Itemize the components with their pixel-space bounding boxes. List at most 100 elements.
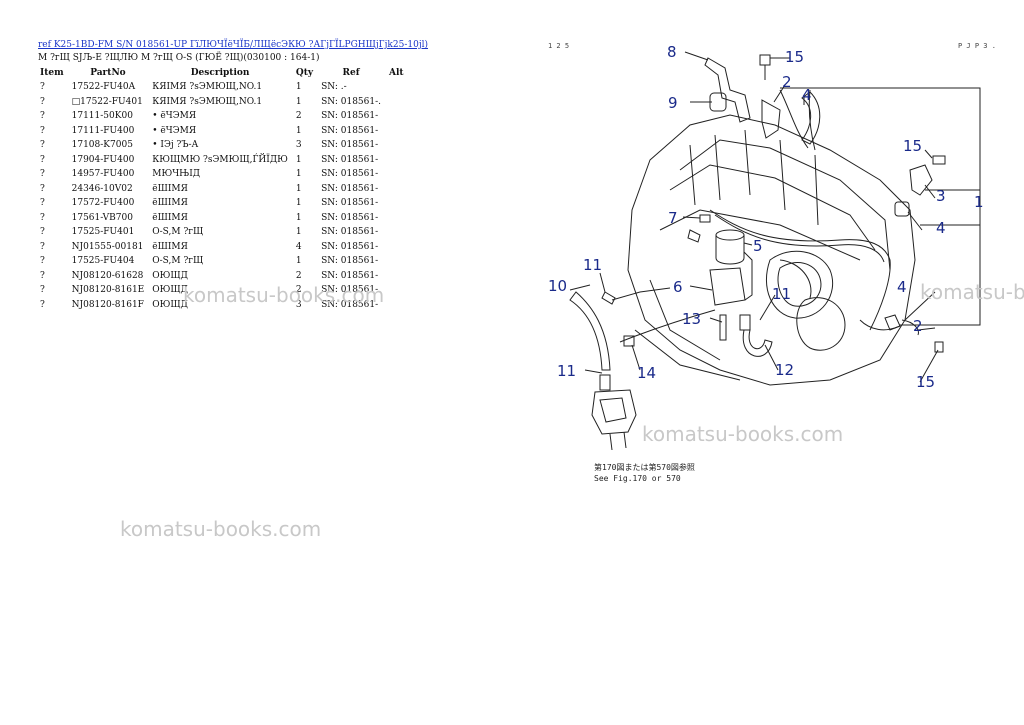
cell-item: ?: [40, 241, 45, 252]
cell-description: • ёЧЭМЯ: [152, 111, 197, 122]
cell-qty: 2: [295, 270, 302, 281]
callout-14: 14: [637, 364, 656, 382]
cell-alt: [385, 109, 408, 124]
cell-ref: SN: 018561-: [321, 198, 379, 209]
cell-ref: SN: 018561-: [321, 154, 379, 165]
cell-item: ?: [40, 212, 45, 223]
cell-description: ОЮЩД: [152, 285, 188, 296]
cell-alt: [385, 240, 408, 255]
cell-partno: 17572-FU400: [71, 198, 135, 209]
callout-15-top: 15: [785, 48, 804, 66]
callout-7: 7: [668, 209, 678, 227]
col-ref: Ref: [342, 68, 360, 78]
cell-partno: 14957-FU400: [71, 169, 135, 180]
table-body: ? 17522-FU40A КЯІМЯ ?sЭМЮЩ,NO.1 1 SN: .-? □17…: [36, 80, 408, 312]
diagram-caption-en: See Fig.170 or 570: [594, 474, 681, 483]
callout-15-low: 15: [916, 373, 935, 391]
cell-partno: 17522-FU40A: [71, 82, 136, 93]
cell-ref: SN: 018561-: [321, 183, 379, 194]
cell-partno: 24346-10V02: [71, 183, 133, 194]
cell-alt: [385, 182, 408, 197]
cell-description: • ІЭј ?Ъ-А: [152, 140, 199, 151]
callout-2-low: 2: [913, 317, 923, 335]
cell-ref: SN: 018561-.: [321, 96, 382, 107]
callout-11-left: 11: [583, 256, 602, 274]
cell-qty: 1: [295, 154, 302, 165]
cell-item: ?: [40, 285, 45, 296]
col-qty: Qty: [295, 68, 314, 78]
cell-qty: 1: [295, 183, 302, 194]
callout-labels: 8 15 2 4 9 15 3 1 7 5 4 11 10 6 11 4 2 1…: [548, 43, 984, 391]
cell-item: ?: [40, 227, 45, 238]
cell-partno: 17108-K7005: [71, 140, 133, 151]
cell-qty: 4: [295, 241, 302, 252]
cell-partno: □17522-FU401: [71, 96, 143, 107]
cell-partno: NJ08120-61628: [71, 270, 144, 281]
cell-qty: 1: [295, 96, 302, 107]
cell-item: ?: [40, 125, 45, 136]
cell-item: ?: [40, 96, 45, 107]
cell-item: ?: [40, 183, 45, 194]
header-link[interactable]: ref K25-1BD-FM S/N 018561-UP ГїЛЮЧЇёЧЇБ/…: [38, 40, 429, 50]
cell-alt: [385, 211, 408, 226]
cell-ref: SN: 018561-: [321, 111, 379, 122]
cell-alt: [385, 269, 408, 284]
cell-alt: [385, 153, 408, 168]
cell-description: ёШІМЯ: [152, 212, 188, 223]
cell-alt: [385, 254, 408, 269]
cell-partno: 17525-FU401: [71, 227, 135, 238]
callout-3: 3: [936, 187, 946, 205]
header-subtitle: М ?гЩ SJЉ-Е ?ЩЛЮ М ?гЩ О-S (ГЮЁ ?Щ)(0301…: [38, 53, 320, 63]
watermark-4: komatsu-books.com: [120, 517, 322, 541]
cell-partno: 17111-50K00: [71, 111, 133, 122]
watermark-2: komatsu-books.com: [920, 280, 1024, 304]
cell-ref: SN: .-: [321, 82, 347, 93]
diagram-caption-jp: 第170図または第570図参照: [594, 463, 695, 472]
cell-item: ?: [40, 154, 45, 165]
callout-11-low: 11: [557, 362, 576, 380]
callout-5: 5: [753, 237, 763, 255]
cell-description: ёШІМЯ: [152, 183, 188, 194]
col-partno: PartNo: [90, 68, 126, 78]
cell-description: КЯІМЯ ?sЭМЮЩ,NO.1: [152, 96, 263, 107]
cell-description: О-S,М ?гЩ: [152, 256, 204, 267]
cell-item: ?: [40, 198, 45, 209]
cell-qty: 1: [295, 169, 302, 180]
cell-description: ОЮЩД: [152, 270, 188, 281]
col-alt: Alt: [389, 68, 404, 78]
col-description: Description: [190, 68, 250, 78]
callout-4-low: 4: [897, 278, 907, 296]
cell-partno: NJ08120-8161F: [71, 299, 144, 310]
cell-ref: SN: 018561-: [321, 140, 379, 151]
cell-qty: 3: [295, 140, 302, 151]
callout-12: 12: [775, 361, 794, 379]
cell-partno: 17561-VB700: [71, 212, 133, 223]
cell-qty: 3: [295, 299, 302, 310]
table-row: ? 24346-10V02 ёШІМЯ 1 SN: 018561-: [36, 182, 408, 197]
cell-description: КЯІМЯ ?sЭМЮЩ,NO.1: [152, 82, 263, 93]
watermark-3: komatsu-books.com: [642, 422, 844, 446]
cell-alt: [385, 124, 408, 139]
cell-description: МЮЧЊІД: [152, 169, 201, 180]
cell-description: ёШІМЯ: [152, 241, 188, 252]
cell-description: ОЮЩД: [152, 299, 188, 310]
col-item: Item: [40, 68, 64, 78]
cell-partno: NJ01555-00181: [71, 241, 144, 252]
cell-qty: 2: [295, 111, 302, 122]
cell-description: О-S,М ?гЩ: [152, 227, 204, 238]
watermark-1: komatsu-books.com: [183, 283, 385, 307]
cell-alt: [385, 196, 408, 211]
cell-alt: [385, 80, 408, 95]
cell-partno: 17111-FU400: [71, 125, 135, 136]
cell-ref: SN: 018561-: [321, 285, 379, 296]
